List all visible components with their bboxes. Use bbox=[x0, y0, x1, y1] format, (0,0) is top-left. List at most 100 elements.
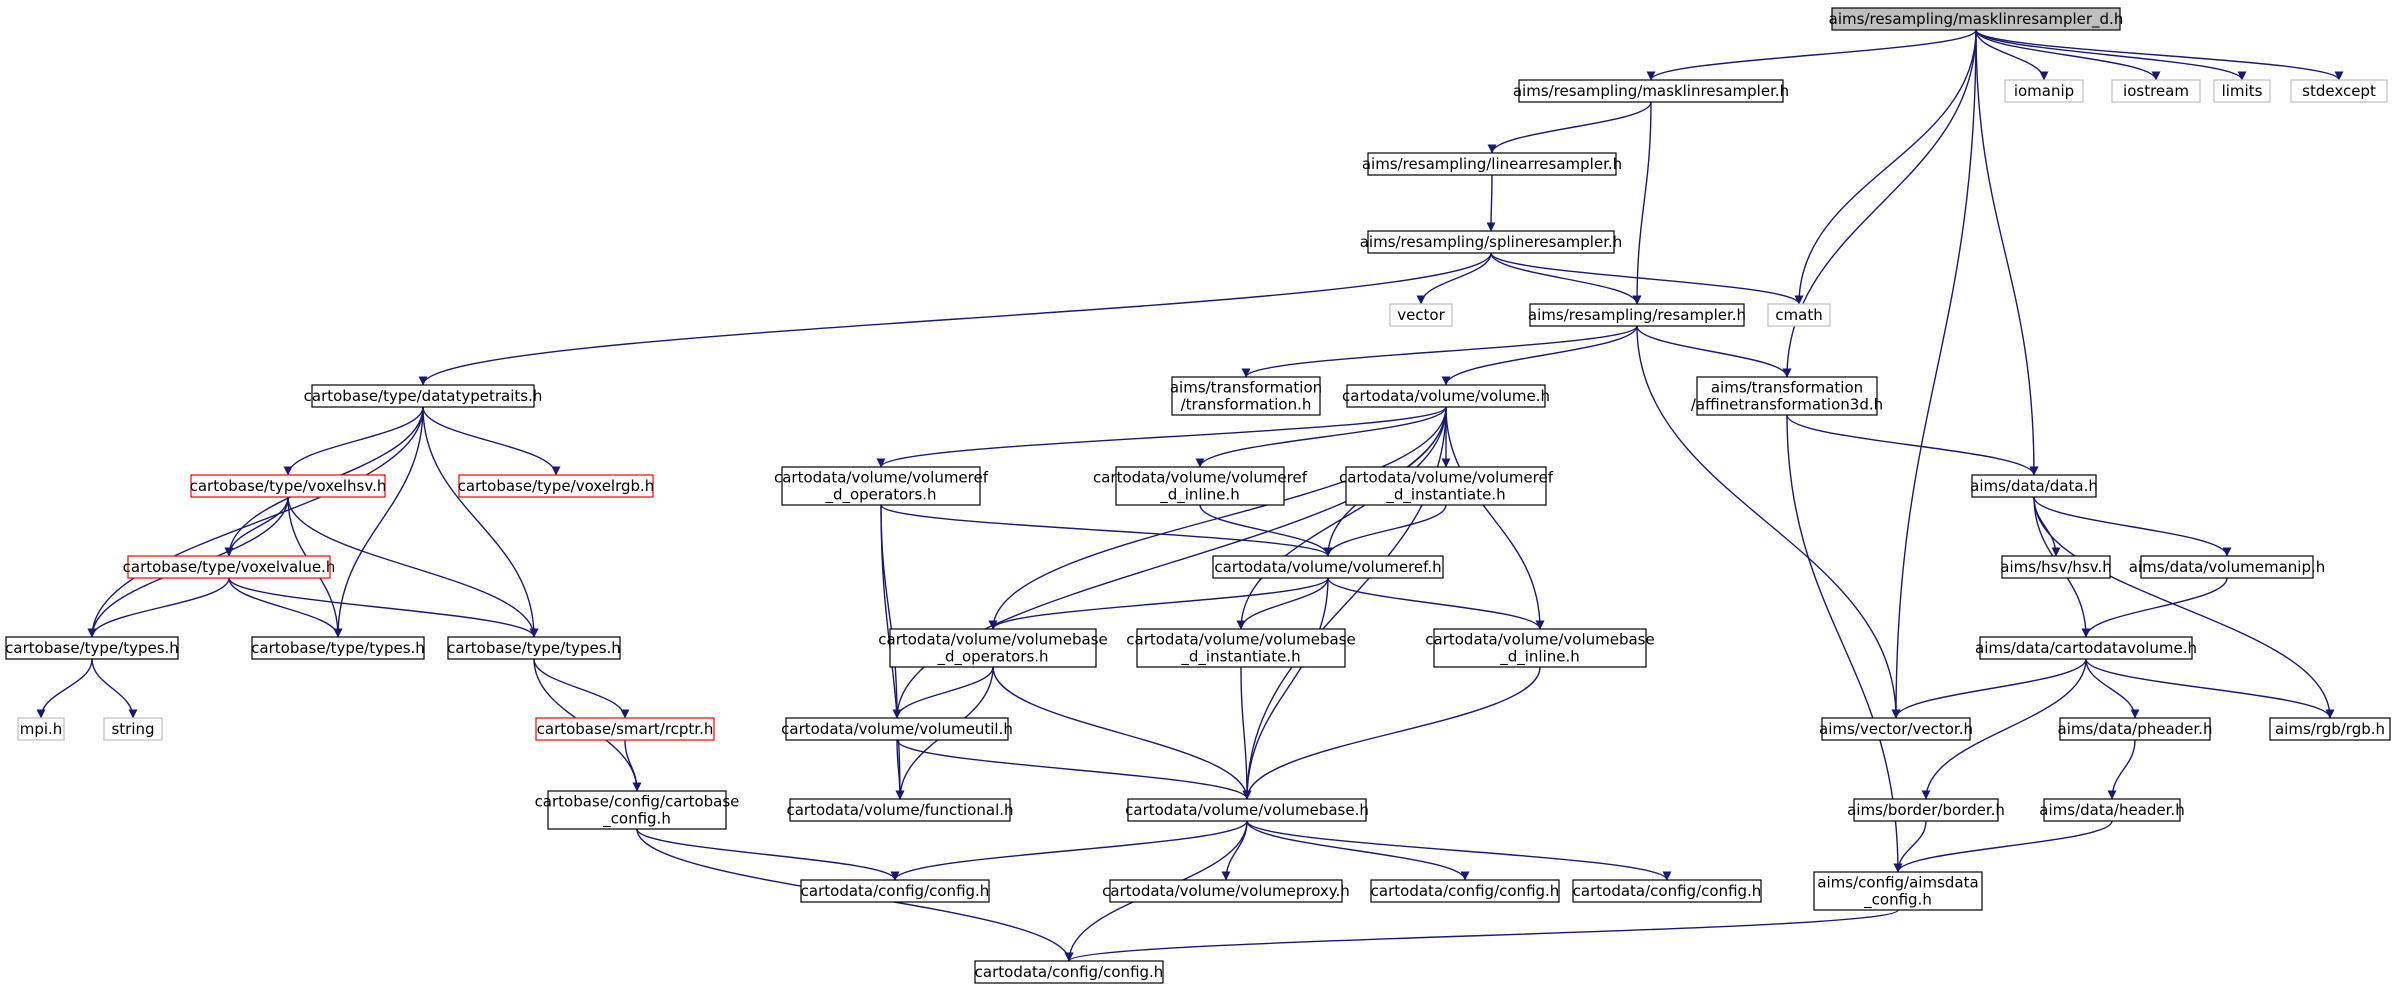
node-box bbox=[1821, 717, 1971, 741]
node-label: cartodata/config/config.h bbox=[1573, 882, 1762, 900]
node-volumeproxy[interactable]: cartodata/volume/volumeproxy.h bbox=[1102, 879, 1350, 903]
node-types3[interactable]: cartobase/type/types.h bbox=[447, 636, 621, 660]
node-label: cartodata/volume/volume.h bbox=[1342, 387, 1550, 405]
edge-volumebase-to-volumeproxy bbox=[1221, 820, 1248, 881]
node-label: /transformation.h bbox=[1181, 396, 1312, 414]
node-label: aims/resampling/resampler.h bbox=[1528, 306, 1746, 324]
node-voxelrgb[interactable]: cartobase/type/voxelrgb.h bbox=[458, 474, 655, 498]
node-box bbox=[2290, 79, 2388, 103]
node-label: aims/data/data.h bbox=[1970, 477, 2098, 495]
node-label: aims/transformation bbox=[1170, 379, 1322, 397]
node-label: aims/resampling/linearresampler.h bbox=[1362, 155, 1622, 173]
node-box bbox=[447, 636, 621, 660]
node-box bbox=[1813, 871, 1983, 911]
node-label: limits bbox=[2222, 82, 2263, 100]
node-data[interactable]: aims/data/data.h bbox=[1970, 474, 2098, 498]
node-cmath: cmath bbox=[1767, 303, 1831, 327]
node-masklin[interactable]: aims/resampling/masklinresampler.h bbox=[1513, 79, 1789, 103]
node-config3[interactable]: cartodata/config/config.h bbox=[1572, 879, 1762, 903]
edge-datatypetraits-to-types2 bbox=[333, 406, 424, 638]
node-voxelhsv[interactable]: cartobase/type/voxelhsv.h bbox=[190, 474, 387, 498]
node-box bbox=[1979, 636, 2193, 660]
edge-affine-to-aimsdata_config bbox=[1786, 414, 1903, 873]
node-volumeref[interactable]: cartodata/volume/volumeref.h bbox=[1212, 555, 1444, 579]
node-config2[interactable]: cartodata/config/config.h bbox=[1370, 879, 1560, 903]
edge-cartodatavolume-to-border bbox=[1921, 658, 2087, 800]
edge-volume-to-volumebase_inline bbox=[1445, 406, 1545, 630]
edge-volume-to-volumebase_inst bbox=[1236, 406, 1447, 630]
node-volumeutil[interactable]: cartodata/volume/volumeutil.h bbox=[781, 717, 1013, 741]
node-box bbox=[2111, 79, 2201, 103]
node-resampler[interactable]: aims/resampling/resampler.h bbox=[1528, 303, 1746, 327]
node-label: cartobase/config/cartobase bbox=[535, 793, 740, 811]
node-volumebase_inline[interactable]: cartodata/volume/volumebase_d_inline.h bbox=[1425, 628, 1655, 668]
node-box bbox=[251, 636, 425, 660]
node-box bbox=[547, 790, 727, 830]
edge-cartodatavolume-to-pheader bbox=[2085, 658, 2140, 719]
edge-volumebase-to-config2 bbox=[1246, 820, 1470, 881]
node-functional[interactable]: cartodata/volume/functional.h bbox=[786, 798, 1014, 822]
node-label: cartobase/type/datatypetraits.h bbox=[304, 387, 543, 405]
node-box bbox=[1346, 384, 1546, 408]
node-label: _config.h bbox=[602, 810, 671, 829]
edge-data-to-rgb bbox=[2033, 496, 2335, 719]
node-label: cartodata/volume/volumeref bbox=[1093, 469, 1308, 487]
node-header[interactable]: aims/data/header.h bbox=[2039, 798, 2185, 822]
node-rgb[interactable]: aims/rgb/rgb.h bbox=[2269, 717, 2391, 741]
node-label: cartodata/volume/volumebase.h bbox=[1125, 801, 1369, 819]
node-volumeref_inline[interactable]: cartodata/volume/volumeref_d_inline.h bbox=[1093, 466, 1308, 506]
node-vectorh[interactable]: aims/vector/vector.h bbox=[1819, 717, 1973, 741]
node-iomanip: iomanip bbox=[2004, 79, 2084, 103]
node-datatypetraits[interactable]: cartobase/type/datatypetraits.h bbox=[304, 384, 543, 408]
node-label: cartodata/volume/volumeref bbox=[1339, 469, 1554, 487]
node-volumebase_ops[interactable]: cartodata/volume/volumebase_d_operators.… bbox=[878, 628, 1108, 668]
edge-resampler-to-vectorh bbox=[1636, 325, 1901, 719]
node-label: vector bbox=[1397, 306, 1445, 324]
node-voxelvalue[interactable]: cartobase/type/voxelvalue.h bbox=[123, 555, 336, 579]
node-volume[interactable]: cartodata/volume/volume.h bbox=[1342, 384, 1550, 408]
node-box bbox=[1971, 474, 2097, 498]
node-mpi: mpi.h bbox=[17, 717, 65, 741]
node-spline[interactable]: aims/resampling/splineresampler.h bbox=[1360, 230, 1623, 254]
node-linear[interactable]: aims/resampling/linearresampler.h bbox=[1362, 152, 1622, 176]
node-config1[interactable]: cartodata/config/config.h bbox=[800, 879, 990, 903]
node-pheader[interactable]: aims/data/pheader.h bbox=[2058, 717, 2213, 741]
edge-volumeutil-to-functional bbox=[895, 739, 905, 800]
edge-voxelvalue-to-types3 bbox=[228, 577, 539, 638]
node-volumebase_inst[interactable]: cartodata/volume/volumebase_d_instantiat… bbox=[1126, 628, 1356, 668]
edge-root-to-cmath bbox=[1794, 29, 1977, 305]
node-cartodatavolume[interactable]: aims/data/cartodatavolume.h bbox=[1975, 636, 2197, 660]
node-label: cartodata/volume/volumeref.h bbox=[1214, 558, 1441, 576]
node-types2[interactable]: cartobase/type/types.h bbox=[251, 636, 425, 660]
node-label: cartodata/volume/functional.h bbox=[786, 801, 1013, 819]
node-cartobase_config[interactable]: cartobase/config/cartobase_config.h bbox=[535, 790, 740, 830]
node-config4[interactable]: cartodata/config/config.h bbox=[974, 960, 1164, 984]
node-box bbox=[458, 474, 654, 498]
node-label: iomanip bbox=[2014, 82, 2074, 100]
edge-voxelvalue-to-types2 bbox=[228, 577, 343, 638]
node-aimsdata_config[interactable]: aims/config/aimsdata_config.h bbox=[1813, 871, 1983, 911]
node-volumeref_ops[interactable]: cartodata/volume/volumeref_d_operators.h bbox=[774, 466, 989, 506]
node-border[interactable]: aims/border/border.h bbox=[1847, 798, 2005, 822]
node-types1[interactable]: cartobase/type/types.h bbox=[5, 636, 179, 660]
node-volumemanip[interactable]: aims/data/volumemanip.h bbox=[2129, 555, 2326, 579]
node-volumebase[interactable]: cartodata/volume/volumebase.h bbox=[1125, 798, 1369, 822]
node-iostream: iostream bbox=[2111, 79, 2201, 103]
node-root[interactable]: aims/resampling/masklinresampler_d.h bbox=[1829, 7, 2124, 31]
node-label: cartobase/type/voxelvalue.h bbox=[123, 558, 336, 576]
node-box bbox=[1389, 303, 1453, 327]
node-volumeref_inst[interactable]: cartodata/volume/volumeref_d_instantiate… bbox=[1339, 466, 1554, 506]
edge-volumebase_inline-to-volumebase bbox=[1242, 666, 1541, 800]
node-label: /affinetransformation3d.h bbox=[1691, 396, 1883, 414]
edge-volumeref-to-volumebase_inline bbox=[1327, 577, 1545, 630]
node-affine[interactable]: aims/transformation/affinetransformation… bbox=[1691, 376, 1883, 416]
node-box bbox=[1831, 7, 2121, 31]
node-transformation[interactable]: aims/transformation/transformation.h bbox=[1170, 376, 1322, 416]
node-rcptr[interactable]: cartobase/smart/rcptr.h bbox=[535, 717, 715, 741]
edge-masklin-to-resampler bbox=[1632, 101, 1652, 305]
node-box bbox=[1696, 376, 1878, 416]
node-hsv[interactable]: aims/hsv/hsv.h bbox=[2000, 555, 2112, 579]
edge-root-to-masklin bbox=[1646, 29, 1977, 81]
node-vector: vector bbox=[1389, 303, 1453, 327]
